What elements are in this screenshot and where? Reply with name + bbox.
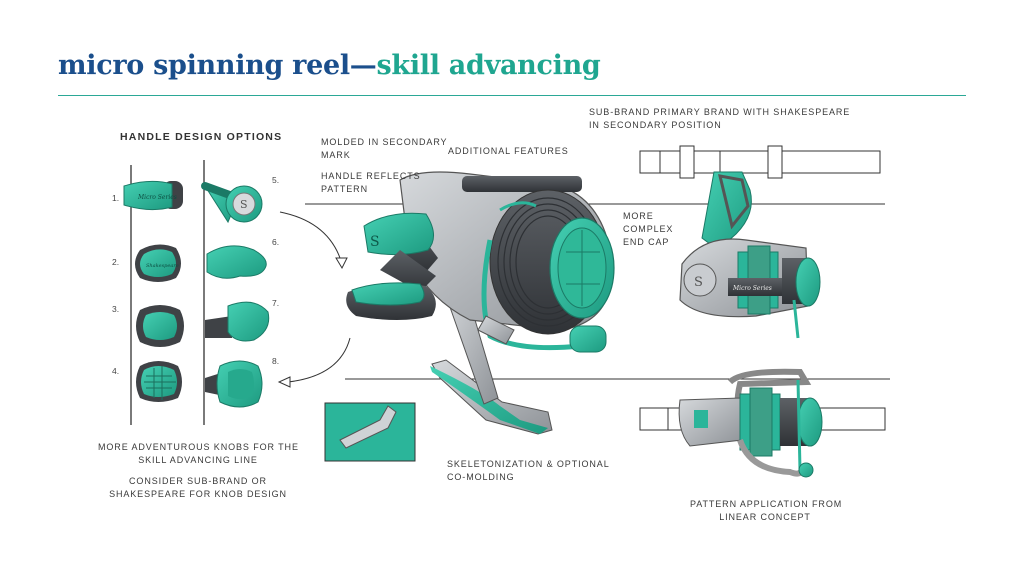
option-arrows (277, 211, 351, 388)
callout-endcap-line2: COMPLEX (623, 224, 674, 234)
knob-option-7 (205, 301, 270, 342)
side-view-reel-top: S Micro Series (639, 145, 881, 339)
callout-molded-line2: MARK (321, 150, 351, 160)
knob-option-3 (136, 305, 184, 347)
option-number-3: 3. (112, 304, 120, 314)
callout-pattern-line1: PATTERN APPLICATION FROM (690, 499, 843, 509)
callout-handle-line2: PATTERN (321, 184, 368, 194)
option-number-1: 1. (112, 193, 120, 203)
note-adventurous-line2: SKILL ADVANCING LINE (138, 455, 258, 465)
option-number-4: 4. (112, 366, 120, 376)
title-accent: skill advancing (376, 50, 601, 81)
knob-option-5: S (201, 182, 263, 224)
knob-option-6 (206, 245, 267, 279)
handle-options-header: HANDLE DESIGN OPTIONS (120, 131, 283, 143)
callout-endcap-line1: MORE (623, 211, 654, 221)
co-molding-inset (324, 402, 416, 462)
callout-endcap-line3: END CAP (623, 237, 670, 247)
callout-additional-features: ADDITIONAL FEATURES (448, 146, 569, 156)
side-view-reel-bottom (639, 368, 886, 478)
note-adventurous-line1: MORE ADVENTUROUS KNOBS FOR THE (98, 442, 299, 452)
callout-molded-line1: MOLDED IN SECONDARY (321, 137, 448, 147)
side-knob-logo: S (694, 275, 703, 290)
knob-brand-text: Micro Series (137, 194, 177, 201)
page-title: micro spinning reel—skill advancing (58, 50, 601, 81)
option-number-8: 8. (272, 356, 280, 366)
callout-subbrand-line1: SUB-BRAND PRIMARY BRAND WITH SHAKESPEARE (589, 107, 851, 117)
knob-brand-text-2: Shakespeare (146, 263, 179, 269)
callout-skeleton-line2: CO-MOLDING (447, 472, 515, 482)
option-number-2: 2. (112, 257, 120, 267)
knob-s-logo: S (240, 198, 248, 211)
title-divider (58, 95, 966, 96)
main-reel-illustration: S (346, 171, 615, 435)
note-consider-line2: SHAKESPEARE FOR KNOB DESIGN (109, 489, 287, 499)
option-number-5: 5. (272, 175, 280, 185)
knob-option-1: Micro Series (123, 180, 183, 211)
handle-options-guides (130, 160, 205, 425)
option-number-6: 6. (272, 237, 280, 247)
main-knob-logo: S (370, 234, 380, 250)
title-main: micro spinning reel— (58, 50, 377, 81)
option-number-7: 7. (272, 298, 280, 308)
callout-pattern-line2: LINEAR CONCEPT (719, 512, 811, 522)
side-brand-text: Micro Series (732, 285, 772, 292)
knob-option-2: Shakespeare (135, 244, 181, 282)
note-consider-line1: CONSIDER SUB-BRAND OR (129, 476, 267, 486)
callout-handle-line1: HANDLE REFLECTS (321, 171, 421, 181)
callout-subbrand-line2: IN SECONDARY POSITION (589, 120, 722, 130)
knob-option-8 (205, 360, 263, 408)
layout-guides (305, 203, 890, 380)
knob-option-4 (136, 361, 182, 402)
callout-skeleton-line1: SKELETONIZATION & OPTIONAL (447, 459, 610, 469)
